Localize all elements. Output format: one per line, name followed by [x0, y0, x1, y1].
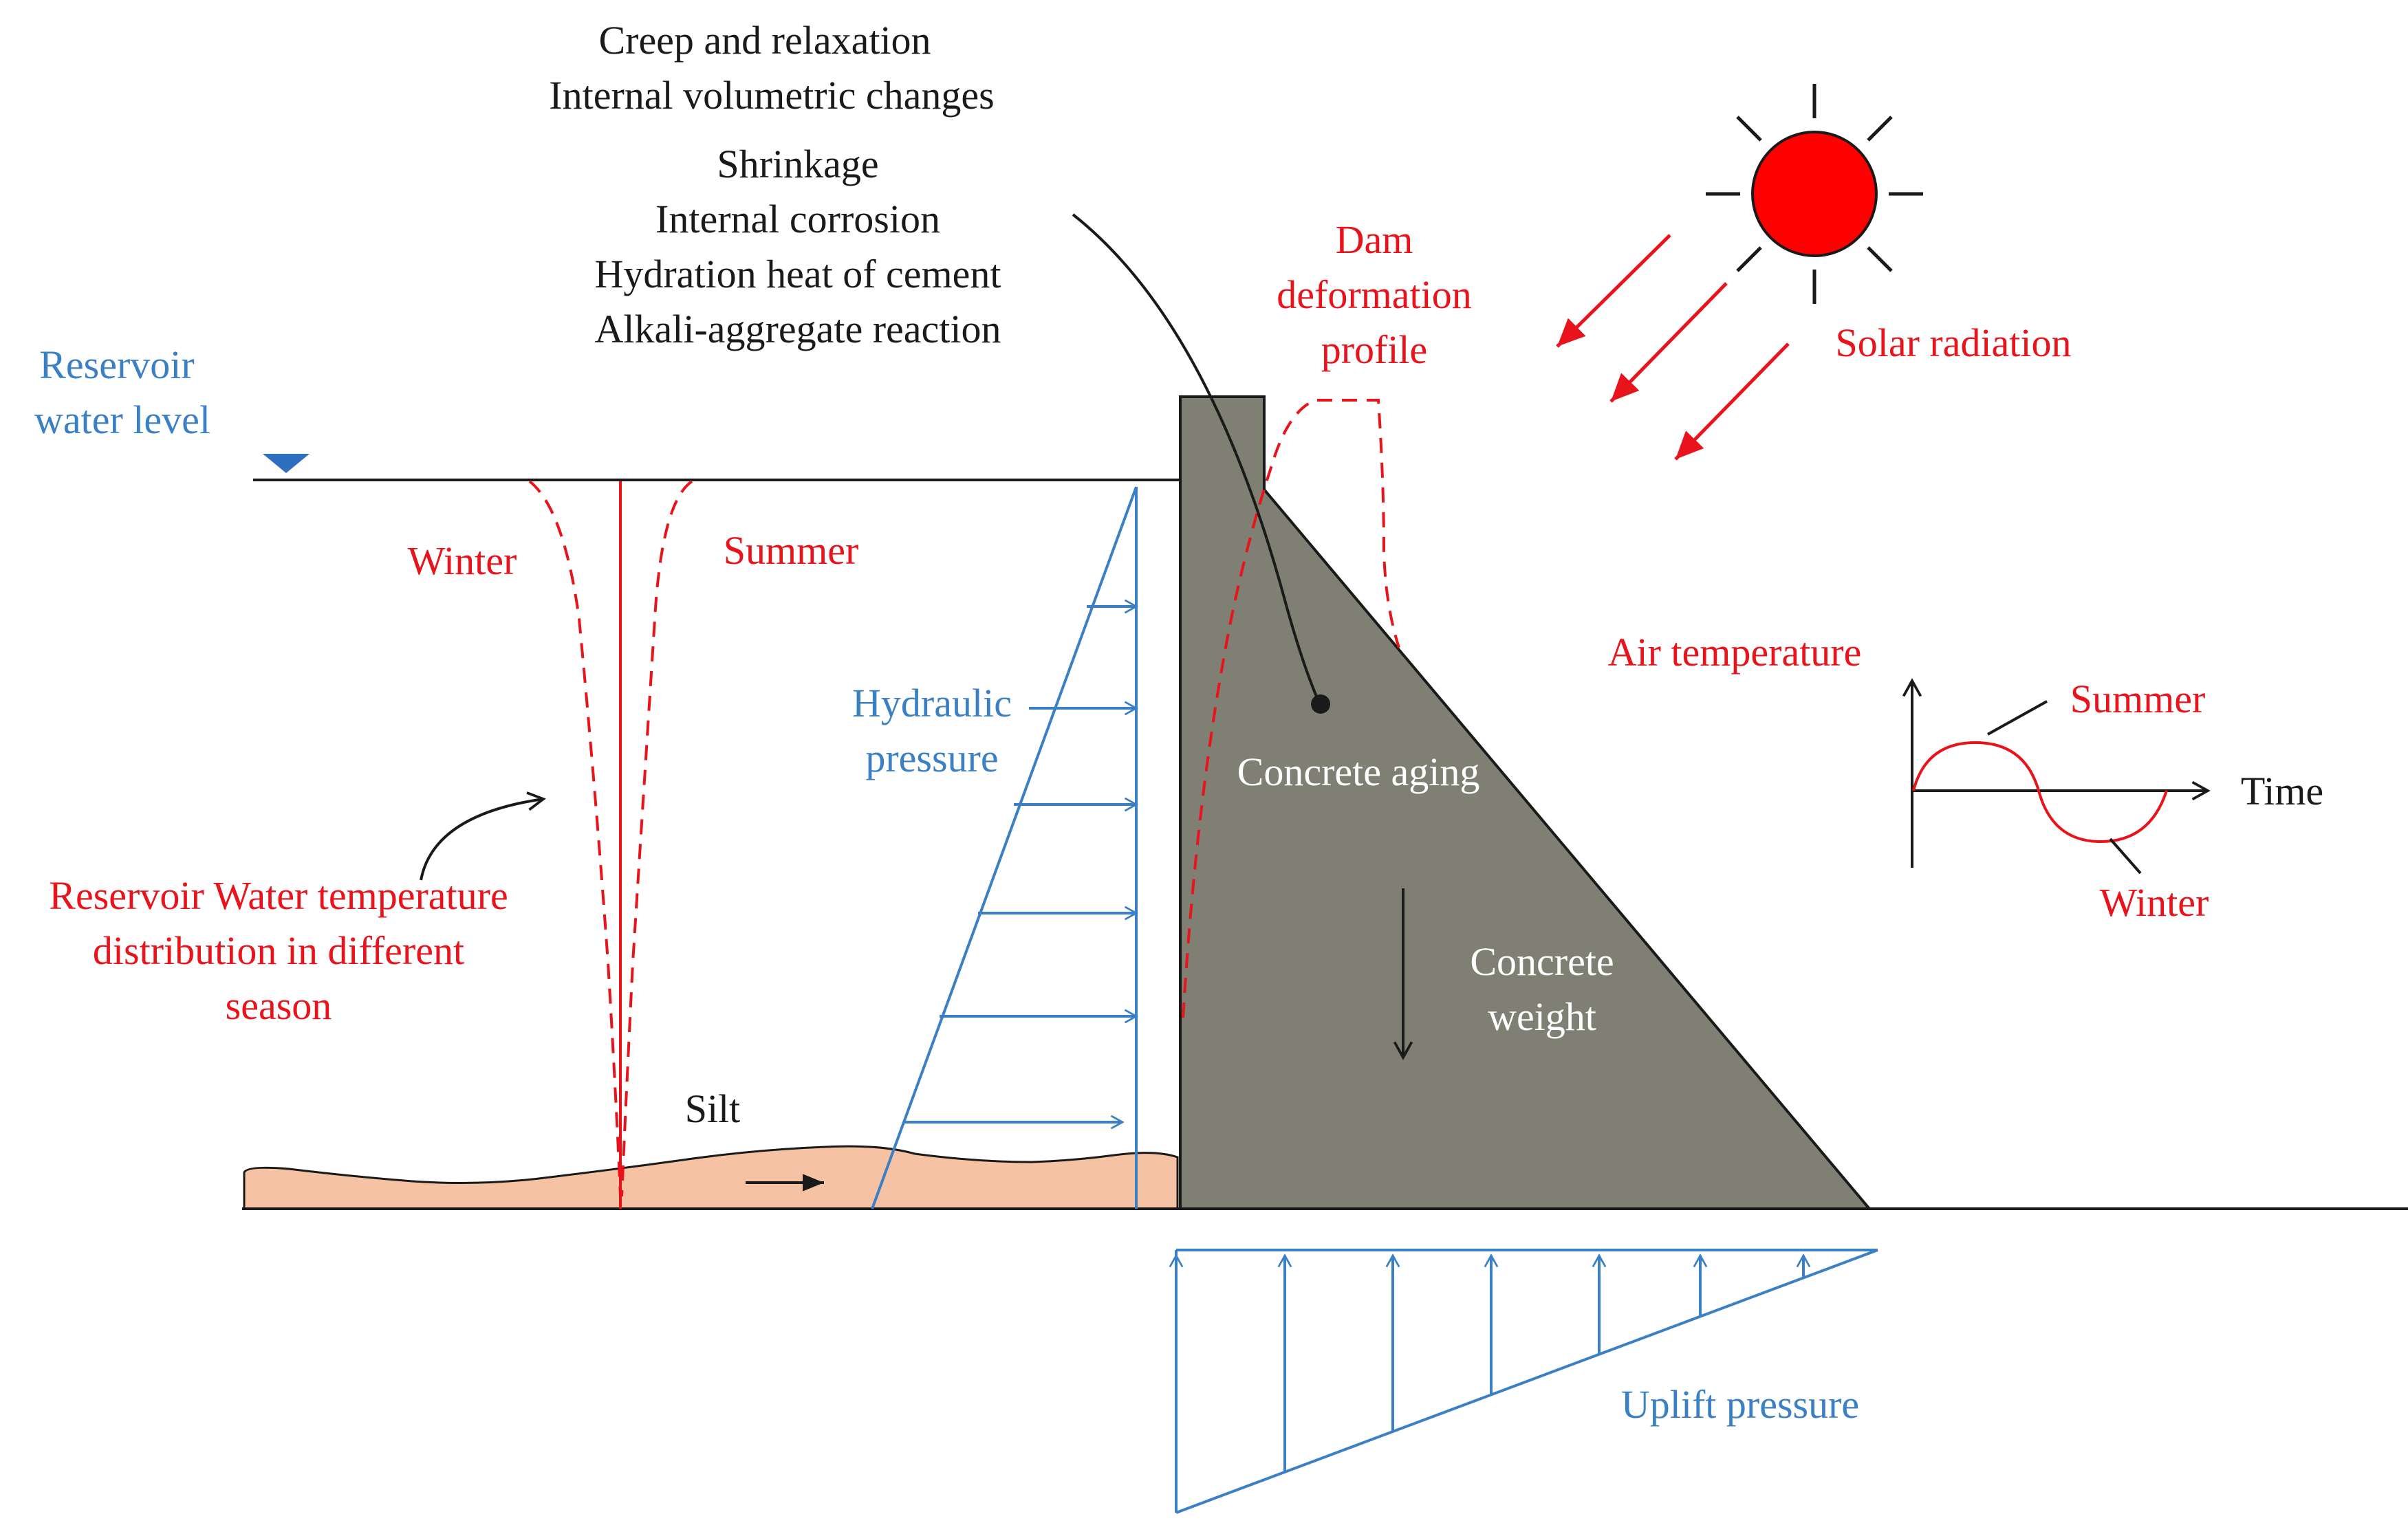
water-temp-winter-label: Winter	[408, 538, 517, 583]
aging-factor: Creep and relaxation	[598, 18, 931, 63]
silt-deposit	[243, 1145, 1179, 1210]
hydraulic-pressure-diagram	[871, 486, 1138, 1209]
air-temperature-label: Air temperature	[1608, 630, 1862, 675]
concrete-aging-point	[1311, 694, 1330, 714]
hydraulic-pressure-label: Hydraulic	[852, 681, 1012, 725]
water-temp-caption: Reservoir Water temperature	[49, 873, 508, 918]
aging-factor: Internal volumetric changes	[549, 73, 994, 118]
deformation-label: Dam	[1336, 217, 1413, 262]
air-temperature-plot	[1902, 678, 2211, 875]
reservoir-level-label: water level	[34, 397, 210, 442]
concrete-weight-label: Concrete	[1470, 939, 1614, 984]
silt-label: Silt	[685, 1086, 741, 1131]
dam-body	[1179, 395, 1873, 1210]
air-temp-summer-label: Summer	[2070, 677, 2206, 721]
aging-factor: Shrinkage	[717, 142, 878, 186]
solar-radiation-label: Solar radiation	[1835, 320, 2071, 365]
water-temp-caption: distribution in different	[93, 928, 464, 973]
hydraulic-pressure-label: pressure	[865, 736, 998, 780]
air-temp-winter-label: Winter	[2100, 880, 2209, 925]
water-temp-pointer-arrow	[420, 791, 546, 881]
water-level-marker-icon	[263, 454, 310, 473]
solar-radiation-arrows	[1556, 234, 1790, 461]
uplift-pressure-diagram	[1169, 1249, 1878, 1514]
deformation-label: deformation	[1277, 272, 1471, 317]
sun-icon	[1706, 84, 1923, 304]
water-temp-caption: season	[226, 983, 332, 1028]
aging-factor: Internal corrosion	[655, 197, 940, 241]
reservoir-level-label: Reservoir	[39, 342, 195, 387]
concrete-aging-label: Concrete aging	[1237, 749, 1480, 794]
uplift-pressure-label: Uplift pressure	[1621, 1382, 1859, 1427]
water-temp-summer-curve	[620, 480, 693, 1197]
aging-factor: Hydration heat of cement	[594, 252, 1001, 296]
deformation-label: profile	[1321, 327, 1428, 372]
aging-factor: Alkali-aggregate reaction	[595, 307, 1001, 351]
time-axis-label: Time	[2241, 769, 2323, 813]
concrete-aging-pointer	[1072, 213, 1321, 703]
aging-factors-list: Creep and relaxation Internal volumetric…	[549, 18, 1001, 351]
water-temp-winter-curve	[528, 480, 622, 1197]
dam-deformation-profile	[1182, 399, 1400, 1018]
water-temp-summer-label: Summer	[724, 528, 859, 573]
concrete-weight-label: weight	[1488, 994, 1596, 1039]
